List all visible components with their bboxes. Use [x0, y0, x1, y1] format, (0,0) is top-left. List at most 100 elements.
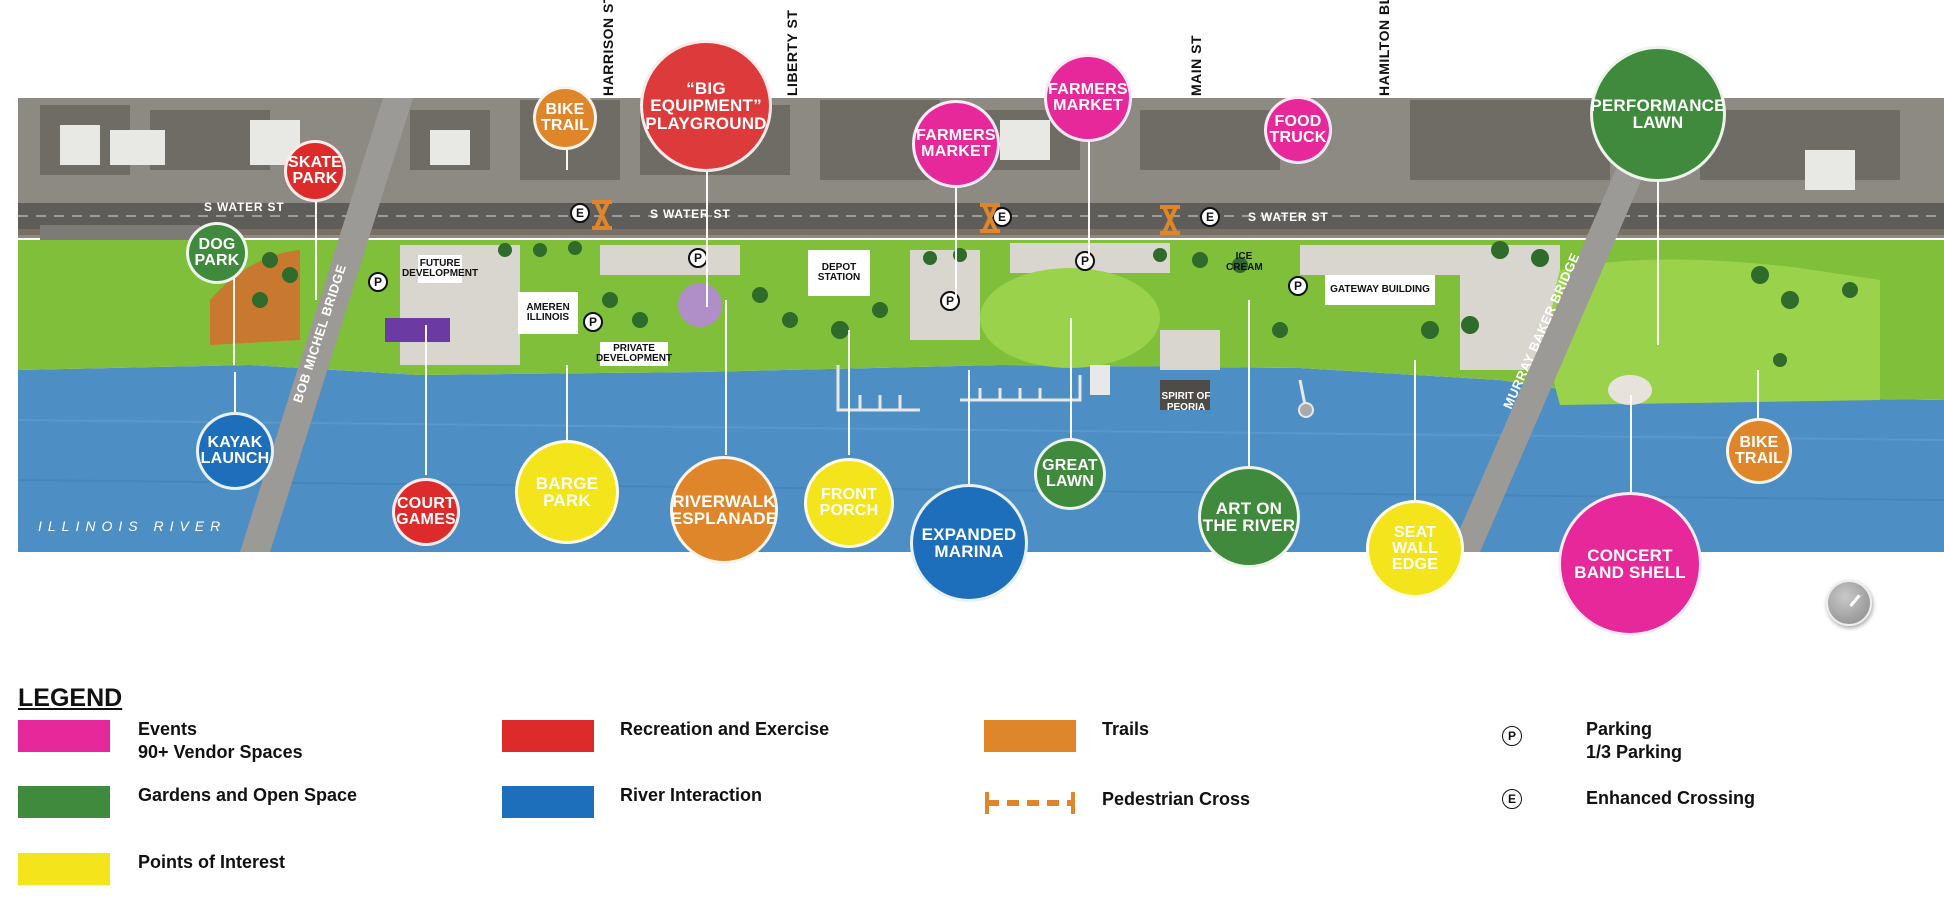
leader-line — [725, 300, 727, 455]
dog-park-bubble[interactable]: DOG PARK — [186, 222, 248, 284]
farmers-market-label: FARMERS MARKET — [1048, 80, 1128, 114]
barge-park-bubble[interactable]: BARGE PARK — [515, 440, 619, 544]
performance-lawn-bubble[interactable]: PERFORMANCE LAWN — [1590, 46, 1726, 182]
leader-line — [1070, 318, 1072, 438]
trails-swatch — [984, 720, 1076, 752]
gardens-legend-label: Gardens and Open Space — [138, 785, 358, 805]
points-swatch — [18, 853, 110, 885]
court-games-bubble[interactable]: COURT GAMES — [392, 478, 460, 546]
skate-park-label: SKATE PARK — [287, 153, 343, 187]
enhanced-crossing-legend-icon: E — [1502, 789, 1522, 809]
enhanced-crossing-marker: E — [992, 207, 1012, 227]
ameren-illinois-building: AMEREN ILLINOIS — [518, 292, 578, 334]
water-street-label-3: S WATER ST — [1248, 210, 1329, 224]
recreation-legend-label: Recreation and Exercise — [620, 719, 830, 739]
farmers-market-label: FARMERS MARKET — [916, 126, 996, 160]
performance-lawn-label: PERFORMANCE LAWN — [1590, 95, 1726, 132]
bike-trail-label: BIKE TRAIL — [540, 100, 590, 134]
bike-trail-bubble[interactable]: BIKE TRAIL — [1726, 418, 1792, 484]
pedestrian-cross-legend-icon — [985, 792, 1075, 814]
gateway-building: GATEWAY BUILDING — [1325, 275, 1435, 305]
gardens-swatch — [18, 786, 110, 818]
main-street-label: MAIN ST — [1188, 34, 1204, 96]
farmers-market-bubble[interactable]: FARMERS MARKET — [1044, 54, 1132, 142]
leader-line — [425, 325, 427, 475]
leader-line — [706, 132, 708, 307]
legend-title: LEGEND — [18, 684, 123, 712]
pedestrian-cross-icon — [592, 200, 612, 230]
leader-line — [1757, 370, 1759, 420]
big-equipment-playground-label: “BIG EQUIPMENT” PLAYGROUND — [645, 79, 767, 133]
farmers-market-bubble[interactable]: FARMERS MARKET — [912, 100, 1000, 188]
enhanced-crossing-legend-label: Enhanced Crossing — [1586, 788, 1756, 808]
riverwalk-esplanade-label: RIVERWALK ESPLANADE — [670, 491, 778, 528]
future-development-building: FUTURE DEVELOPMENT — [402, 255, 478, 283]
depot-station-building: DEPOT STATION — [808, 250, 870, 296]
big-equipment-playground-bubble[interactable]: “BIG EQUIPMENT” PLAYGROUND — [640, 40, 772, 172]
riverwalk-esplanade-bubble[interactable]: RIVERWALK ESPLANADE — [670, 456, 778, 564]
performance-lawn-area — [1550, 259, 1880, 405]
parking-marker: P — [940, 291, 960, 311]
events-legend-label: Events 90+ Vendor Spaces — [138, 719, 303, 762]
court-games-label: COURT GAMES — [396, 494, 456, 528]
art-on-the-river-bubble[interactable]: ART ON THE RIVER — [1198, 466, 1300, 568]
enhanced-crossing-marker: E — [1200, 207, 1220, 227]
leader-line — [566, 365, 568, 440]
parking-legend-label: Parking 1/3 Parking — [1586, 719, 1683, 762]
trails-legend-label: Trails — [1102, 719, 1150, 739]
water-street-label-2: S WATER ST — [650, 207, 731, 221]
parking-marker: P — [583, 312, 603, 332]
points-legend-label: Points of Interest — [138, 852, 286, 872]
leader-line — [968, 370, 970, 485]
concert-band-shell-label: CONCERT BAND SHELL — [1574, 545, 1686, 582]
murray-baker-bridge — [1450, 160, 1650, 552]
river-legend-label: River Interaction — [620, 785, 763, 805]
leader-line — [566, 130, 568, 170]
leader-line — [234, 372, 236, 412]
food-truck-bubble[interactable]: FOOD TRUCK — [1264, 96, 1332, 164]
expanded-marina-label: EXPANDED MARINA — [921, 524, 1017, 561]
kayak-launch-bubble[interactable]: KAYAK LAUNCH — [196, 412, 274, 490]
illinois-river — [18, 365, 1944, 552]
river-swatch — [502, 786, 594, 818]
water-street-label-1: S WATER ST — [204, 200, 285, 214]
illinois-river-label: ILLINOIS RIVER — [38, 518, 227, 534]
kayak-launch-label: KAYAK LAUNCH — [200, 433, 270, 467]
expanded-marina-bubble[interactable]: EXPANDED MARINA — [910, 484, 1028, 602]
leader-line — [1630, 395, 1632, 495]
concert-band-shell-bubble[interactable]: CONCERT BAND SHELL — [1558, 492, 1702, 636]
pedestrian-cross-legend-label: Pedestrian Cross — [1102, 789, 1251, 809]
dog-park-label: DOG PARK — [194, 235, 240, 269]
parking-marker: P — [1288, 276, 1308, 296]
pedestrian-cross-icon — [980, 203, 1000, 233]
events-swatch — [18, 720, 110, 752]
marina-docks — [836, 365, 1307, 412]
compass-icon — [1826, 580, 1872, 626]
front-porch-bubble[interactable]: FRONT PORCH — [804, 458, 894, 548]
skate-park-bubble[interactable]: SKATE PARK — [284, 140, 346, 202]
leader-line — [315, 190, 317, 300]
trees — [252, 241, 1858, 367]
bike-trail-bubble[interactable]: BIKE TRAIL — [533, 86, 597, 150]
harrison-street-label: HARRISON ST — [600, 0, 616, 96]
pedestrian-cross-icon — [1160, 205, 1180, 235]
food-truck-label: FOOD TRUCK — [1269, 112, 1327, 146]
front-porch-label: FRONT PORCH — [819, 485, 879, 519]
leader-line — [1657, 180, 1659, 345]
seat-wall-edge-bubble[interactable]: SEAT WALL EDGE — [1366, 500, 1464, 598]
ice-cream-label: ICE CREAM — [1226, 251, 1263, 273]
leader-line — [233, 275, 235, 365]
bob-michel-bridge — [240, 98, 413, 552]
bike-trail-label: BIKE TRAIL — [1734, 433, 1784, 467]
leader-line — [955, 180, 957, 300]
private-development-building: PRIVATE DEVELOPMENT — [595, 342, 673, 366]
parking-legend-icon: P — [1502, 726, 1522, 746]
liberty-street-label: LIBERTY ST — [784, 9, 800, 96]
seat-wall-edge-label: SEAT WALL EDGE — [1391, 523, 1439, 574]
hamilton-street-label: HAMILTON BL — [1376, 0, 1392, 96]
great-lawn-bubble[interactable]: GREAT LAWN — [1034, 438, 1106, 510]
leader-line — [1088, 128, 1090, 258]
leader-line — [1414, 360, 1416, 500]
art-on-the-river-label: ART ON THE RIVER — [1202, 498, 1296, 535]
